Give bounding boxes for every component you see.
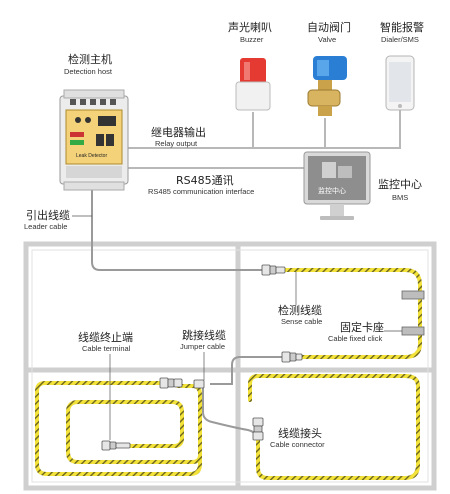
clip-label-en: Cable fixed click	[328, 334, 382, 343]
sense-label-zh: 检测线缆	[278, 303, 322, 317]
jumper-cable-upper	[210, 356, 282, 385]
sense-label-en: Sense cable	[281, 317, 322, 326]
relay-label-en: Relay output	[155, 139, 198, 148]
monitor-screen-text: 监控中心	[318, 186, 346, 195]
leader-cable-line	[91, 182, 265, 271]
leader-label-zh: 引出线缆	[26, 208, 70, 222]
bms-monitor: 监控中心	[303, 151, 371, 220]
relay-label-zh: 继电器输出	[151, 125, 206, 139]
cable-terminal-plug	[101, 440, 131, 451]
rs485-label-en: RS485 communication interface	[148, 187, 254, 196]
cable-connectors	[101, 264, 303, 451]
sense-cable-lower-right	[248, 374, 420, 480]
connector-mid	[281, 351, 303, 363]
host-output-wiring	[126, 110, 401, 169]
labels: 检测主机 Detection host 声光喇叭 Buzzer 自动阀门 Val…	[24, 20, 424, 449]
floor-plan-walls	[23, 241, 437, 491]
jumper-label-en: Jumper cable	[180, 342, 225, 351]
sense-cable-upper-right	[283, 268, 422, 359]
clip-label-zh: 固定卡座	[340, 320, 384, 334]
detection-host-device: Leak Detector	[59, 89, 129, 191]
leader-jumper-wiring	[91, 182, 282, 439]
terminal-label-zh: 线缆终止端	[78, 330, 133, 344]
buzzer-label-en: Buzzer	[240, 35, 264, 44]
fixed-clip-bottom	[401, 326, 425, 336]
connector-label-zh: 线缆接头	[278, 426, 322, 440]
relay-output-line	[126, 110, 401, 149]
connector-lower	[252, 417, 264, 441]
connector-label-en: Cable connector	[270, 440, 325, 449]
terminal-label-en: Cable terminal	[82, 344, 131, 353]
floor-plan-inner-walls	[31, 249, 429, 483]
buzzer-label-zh: 声光喇叭	[228, 20, 272, 34]
host-label-zh: 检测主机	[68, 52, 112, 66]
jumper-label-zh: 跳接线缆	[182, 328, 226, 342]
sense-cable-loops	[35, 268, 422, 480]
valve-label-en: Valve	[318, 35, 336, 44]
fixed-clip-top	[401, 290, 425, 300]
rs485-label-zh: RS485通讯	[176, 174, 234, 187]
svg-text:Leak Detector: Leak Detector	[76, 153, 107, 159]
dialer-label-en: Dialer/SMS	[381, 35, 419, 44]
bms-label-zh: 监控中心	[378, 177, 422, 191]
valve-device	[307, 56, 347, 116]
buzzer-device	[235, 58, 271, 111]
sense-cable-lower-left	[35, 381, 202, 476]
bms-label-en: BMS	[392, 193, 408, 202]
connector-jumper-left	[159, 377, 205, 389]
leader-label-en: Leader cable	[24, 222, 67, 231]
connector-top	[261, 264, 286, 276]
dialer-label-zh: 智能报警	[380, 20, 424, 34]
host-label-en: Detection host	[64, 67, 113, 76]
dialer-phone	[385, 55, 415, 111]
valve-label-zh: 自动阀门	[307, 20, 351, 34]
